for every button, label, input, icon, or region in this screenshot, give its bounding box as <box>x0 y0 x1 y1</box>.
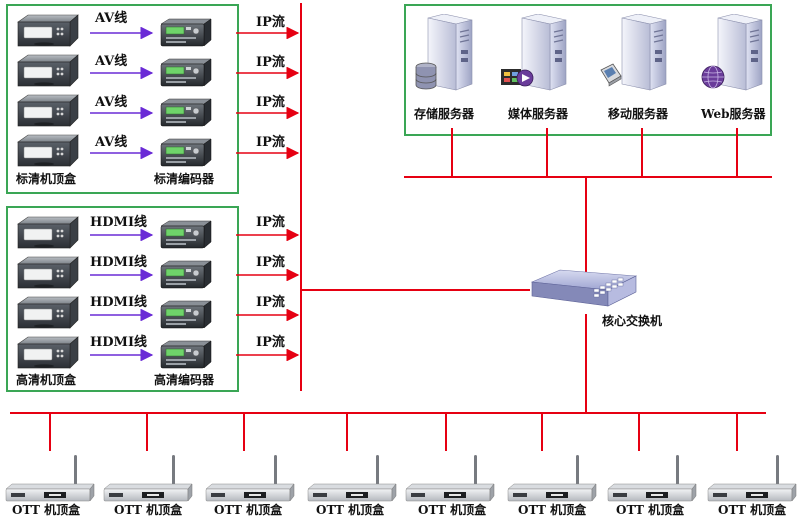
hd-cable-label: HDMI线 <box>90 215 148 230</box>
hd-cable-arrow <box>90 349 154 361</box>
sd-cable-label: AV线 <box>95 54 128 69</box>
hd-stream-arrow <box>236 349 300 361</box>
hd-encoder <box>158 300 212 330</box>
ott-label: OTT 机顶盒 <box>316 503 385 517</box>
ott-drop-2 <box>146 413 148 451</box>
hd-set-top-box <box>14 296 80 330</box>
hd-stream-arrow <box>236 229 300 241</box>
server-drop-web <box>736 128 738 176</box>
server-drop-media <box>546 128 548 176</box>
sd-stream-arrow <box>236 107 300 119</box>
media-server-label: 媒体服务器 <box>508 107 569 121</box>
film-icon <box>501 69 534 87</box>
sd-stream-arrow <box>236 147 300 159</box>
sd-stb-caption: 标清机顶盒 <box>16 172 77 186</box>
ott-drop-5 <box>445 413 447 451</box>
hd-cable-arrow <box>90 269 154 281</box>
hd-cable-label: HDMI线 <box>90 295 148 310</box>
hd-set-top-box <box>14 256 80 290</box>
sd-encoder <box>158 18 212 48</box>
ingest-backbone-line <box>300 3 302 391</box>
ott-label: OTT 机顶盒 <box>12 503 81 517</box>
sd-cable-arrow <box>90 67 154 79</box>
switch-to-ott-line <box>585 314 587 413</box>
sd-encoder-group <box>6 4 239 194</box>
sd-stream-label: IP流 <box>256 95 285 110</box>
sd-stream-arrow <box>236 67 300 79</box>
server-group <box>404 4 772 136</box>
hd-stream-label: IP流 <box>256 335 285 350</box>
ott-label: OTT 机顶盒 <box>114 503 183 517</box>
hd-set-top-box <box>14 216 80 250</box>
sd-cable-arrow <box>90 27 154 39</box>
servers-to-switch-line <box>585 177 587 272</box>
server-drop-mobile <box>641 128 643 176</box>
sd-encoder <box>158 138 212 168</box>
hd-stream-label: IP流 <box>256 215 285 230</box>
ott-drop-7 <box>638 413 640 451</box>
core-switch-label: 核心交换机 <box>602 314 663 328</box>
hd-stream-label: IP流 <box>256 255 285 270</box>
hd-stb-caption: 高清机顶盒 <box>16 373 77 387</box>
ott-set-top-box <box>506 455 598 505</box>
ott-set-top-box <box>404 455 496 505</box>
database-icon <box>415 62 437 90</box>
sd-set-top-box <box>14 14 80 48</box>
hd-encoder <box>158 340 212 370</box>
phone-icon <box>600 63 622 87</box>
hd-cable-label: HDMI线 <box>90 255 148 270</box>
ott-drop-3 <box>243 413 245 451</box>
sd-encoder <box>158 58 212 88</box>
sd-set-top-box <box>14 54 80 88</box>
ott-label: OTT 机顶盒 <box>518 503 587 517</box>
sd-set-top-box <box>14 94 80 128</box>
ott-label: OTT 机顶盒 <box>214 503 283 517</box>
hd-cable-arrow <box>90 229 154 241</box>
hd-stream-arrow <box>236 309 300 321</box>
sd-stream-arrow <box>236 27 300 39</box>
ott-set-top-box <box>102 455 194 505</box>
sd-cable-label: AV线 <box>95 135 128 150</box>
hd-stream-arrow <box>236 269 300 281</box>
ott-set-top-box <box>706 455 798 505</box>
sd-cable-label: AV线 <box>95 11 128 26</box>
hd-stream-label: IP流 <box>256 295 285 310</box>
hd-encoder-caption: 高清编码器 <box>154 373 215 387</box>
globe-icon <box>701 65 725 89</box>
hd-cable-label: HDMI线 <box>90 335 148 350</box>
ingest-to-switch-line <box>300 289 530 291</box>
storage-server-label: 存储服务器 <box>414 107 475 121</box>
sd-encoder-caption: 标清编码器 <box>154 172 215 186</box>
ott-label: OTT 机顶盒 <box>418 503 487 517</box>
ott-label: OTT 机顶盒 <box>616 503 685 517</box>
sd-cable-arrow <box>90 107 154 119</box>
hd-cable-arrow <box>90 309 154 321</box>
sd-stream-label: IP流 <box>256 15 285 30</box>
ott-drop-4 <box>346 413 348 451</box>
sd-stream-label: IP流 <box>256 135 285 150</box>
sd-stream-label: IP流 <box>256 55 285 70</box>
sd-cable-arrow <box>90 147 154 159</box>
sd-encoder <box>158 98 212 128</box>
sd-cable-label: AV线 <box>95 95 128 110</box>
web-server-label: Web服务器 <box>701 107 766 121</box>
hd-encoder <box>158 220 212 250</box>
ott-set-top-box <box>204 455 296 505</box>
server-drop-storage <box>451 128 453 176</box>
ott-bus-line <box>10 412 766 414</box>
ott-set-top-box <box>306 455 398 505</box>
hd-encoder <box>158 260 212 290</box>
core-switch <box>530 268 638 314</box>
ott-drop-8 <box>736 413 738 451</box>
ott-label: OTT 机顶盒 <box>718 503 787 517</box>
hd-encoder-group <box>6 206 239 392</box>
server-bus-line <box>404 176 772 178</box>
hd-set-top-box <box>14 336 80 370</box>
ott-drop-1 <box>49 413 51 451</box>
mobile-server-label: 移动服务器 <box>608 107 669 121</box>
ott-set-top-box <box>606 455 698 505</box>
ott-set-top-box <box>4 455 96 505</box>
sd-set-top-box <box>14 134 80 168</box>
ott-drop-6 <box>541 413 543 451</box>
